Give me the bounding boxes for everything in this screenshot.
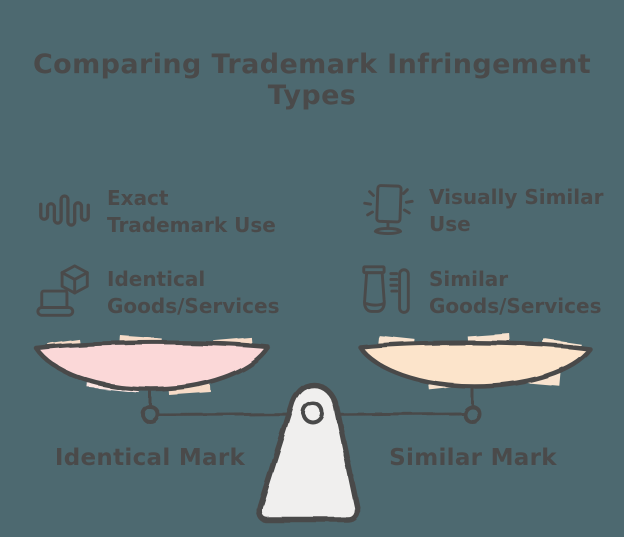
feature-identical-goods-services: Identical Goods/Services <box>34 262 279 324</box>
feature-visually-similar-use: Visually Similar Use <box>356 180 604 242</box>
right-scale-pan <box>357 340 593 389</box>
right-beam-ring <box>462 404 482 424</box>
waveform-icon <box>34 181 96 243</box>
tube-brush-icon <box>356 262 418 324</box>
feature-label: Similar Goods/Services <box>429 267 602 318</box>
laptop-cube-icon <box>34 262 96 324</box>
left-scale-pan <box>33 340 271 392</box>
page-title: Comparing Trademark Infringement Types <box>32 49 592 111</box>
feature-label: Visually Similar Use <box>429 185 604 236</box>
right-pan-label: Similar Mark <box>389 445 557 471</box>
feature-similar-goods-services: Similar Goods/Services <box>356 262 601 324</box>
left-beam-ring <box>140 404 160 424</box>
fulcrum-triangle <box>256 382 361 523</box>
left-pan-label: Identical Mark <box>54 445 246 471</box>
feature-exact-trademark-use: Exact Trademark Use <box>34 181 276 243</box>
mirror-icon <box>356 180 418 242</box>
feature-label: Identical Goods/Services <box>107 267 280 318</box>
feature-label: Exact Trademark Use <box>107 186 276 237</box>
pivot-ring <box>301 401 325 425</box>
